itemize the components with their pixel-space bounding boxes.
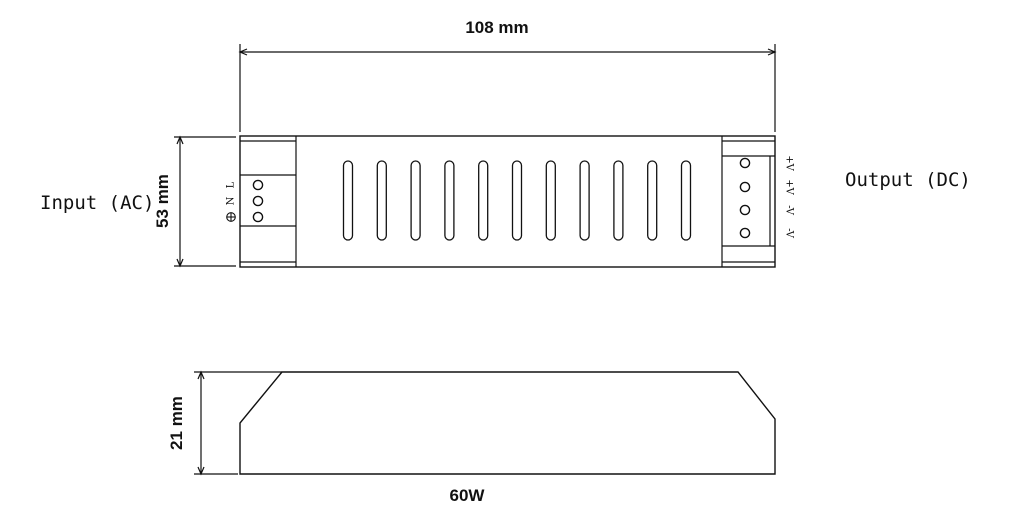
output-end-cap [721,136,775,267]
depth-dimension [194,370,282,476]
model-label: 60W [450,486,486,505]
vent-slot [410,160,421,241]
vent-slot [647,160,658,241]
width-dimension [238,44,777,132]
terminal-screw-l [252,179,264,191]
terminal-screw-vplus-2 [739,181,751,193]
vent-slot [545,160,556,241]
height-dimension-label: 53 mm [153,174,172,228]
vent-slot [376,160,387,241]
vent-slot [680,160,692,241]
width-dimension-label: 108 mm [465,18,528,37]
vent-slot [444,160,455,241]
output-label: Output (DC) [845,169,971,191]
vent-slots [342,160,692,241]
terminal-screw-vminus-2 [739,227,751,239]
vent-slot [579,160,590,241]
vent-slot [342,160,354,241]
terminal-screw-earth [252,211,264,223]
terminal-screw-vminus-1 [739,204,751,216]
terminal-label-vminus-1: -V [784,205,795,216]
terminal-label-l: L [226,181,237,188]
earth-ground-icon [226,212,236,222]
terminal-screw-n [252,195,264,207]
terminal-screw-vplus-1 [739,157,751,169]
top-view [239,135,776,268]
terminal-label-vminus-2: -V [784,228,795,239]
output-terminal-block [739,157,751,239]
height-dimension [174,135,236,268]
terminal-label-vplus-2: +V [784,179,795,195]
input-terminal-block [252,179,264,223]
side-profile [239,371,776,475]
terminal-label-vplus-1: +V [784,155,795,171]
vent-slot [478,160,489,241]
vent-slot [613,160,624,241]
depth-dimension-label: 21 mm [167,396,186,450]
terminal-label-n: N [226,196,237,205]
vent-slot [511,160,523,241]
input-label: Input (AC) [40,192,154,214]
input-end-cap [240,136,297,267]
